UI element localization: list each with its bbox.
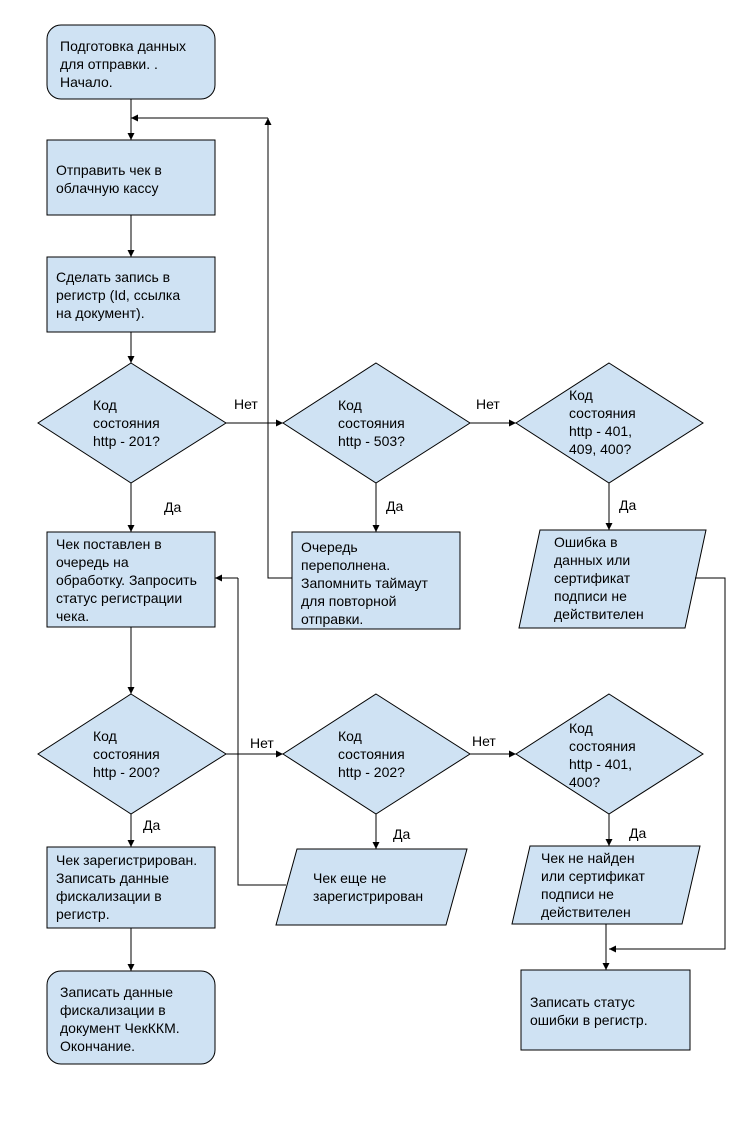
- queued-node: [46, 531, 216, 628]
- record-register-node: [46, 256, 216, 333]
- edge-overflow-retry-loop: [264, 118, 292, 579]
- label-yes-201: Да: [164, 499, 182, 515]
- label-no-200: Нет: [250, 735, 274, 751]
- decision-200: [37, 693, 227, 815]
- send-check-node: [46, 139, 216, 216]
- start-node: [46, 24, 216, 100]
- decision-202: [282, 693, 471, 815]
- decision-401-400: [515, 693, 704, 815]
- label-no-201: Нет: [234, 396, 258, 412]
- edge-error-right: [609, 577, 726, 953]
- label-yes-503: Да: [386, 498, 404, 514]
- error-status-node: [520, 969, 691, 1051]
- not-registered-node: [275, 848, 468, 926]
- decision-401-409-400: [515, 362, 704, 484]
- label-no-503: Нет: [476, 396, 500, 412]
- end-node: [46, 970, 216, 1065]
- label-yes-200: Да: [143, 817, 161, 833]
- edge-notyet-loop: [237, 578, 286, 886]
- queue-overflow-node: [291, 531, 461, 630]
- decision-503: [282, 362, 471, 484]
- registered-node: [46, 846, 216, 929]
- label-yes-202: Да: [393, 826, 411, 842]
- error-data-node: [518, 529, 707, 629]
- label-yes-401b: Да: [629, 825, 647, 841]
- label-yes-401a: Да: [619, 497, 637, 513]
- not-found-node: [511, 845, 701, 925]
- decision-201: [37, 362, 227, 484]
- label-no-202: Нет: [472, 733, 496, 749]
